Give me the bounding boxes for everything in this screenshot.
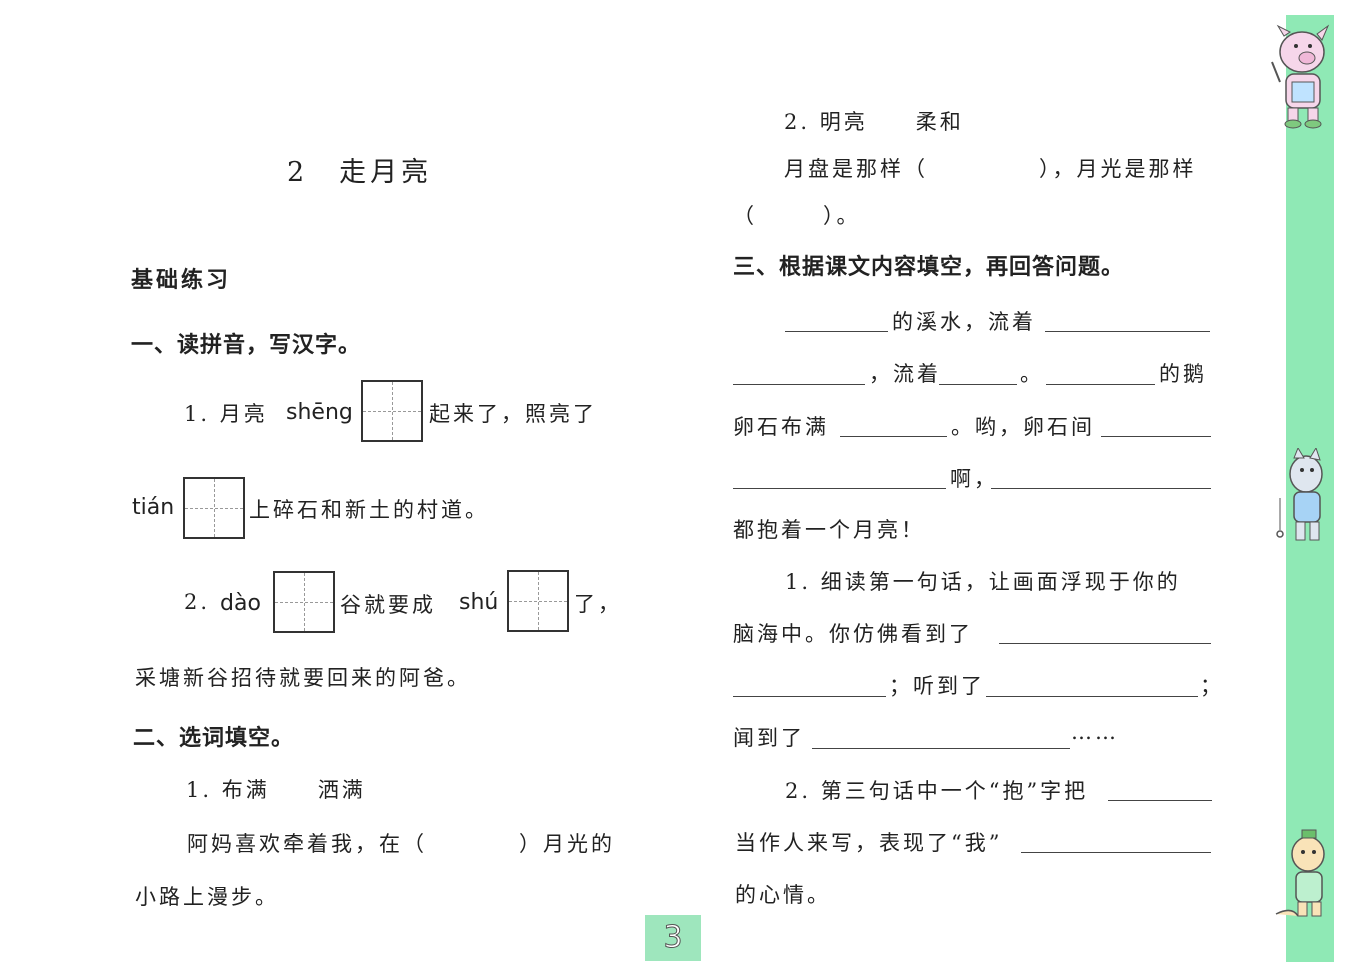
q3-sub1-text-b: 脑海中。你仿佛看到了 xyxy=(733,622,973,646)
q3-blank-3[interactable] xyxy=(733,384,865,385)
q3-row3-text-b: 。哟，卵石间 xyxy=(951,415,1095,439)
q3-blank-1[interactable] xyxy=(785,331,888,332)
cartoon-fox-icon xyxy=(1275,829,1325,917)
q3-blank-5[interactable] xyxy=(1046,384,1155,385)
q3-row3-text-a: 卵石布满 xyxy=(733,415,829,439)
cartoon-wolf-icon xyxy=(1276,448,1323,541)
q3-row2-text-c: 的鹅 xyxy=(1159,362,1207,386)
q1-1-char-box-1[interactable] xyxy=(361,380,423,442)
q2-2-word-choices: 2. 明亮 柔和 xyxy=(784,110,964,134)
q3-row5-text: 都抱着一个月亮！ xyxy=(733,518,925,542)
q2-1-text-a: 阿妈喜欢牵着我，在（ xyxy=(187,832,427,856)
q2-2-paren-close: ）。 xyxy=(823,204,861,228)
q1-2-char-box-2[interactable] xyxy=(507,570,569,632)
q1-1-text-1: 起来了，照亮了 xyxy=(429,402,597,426)
q3-sub1-text-a: 1. 细读第一句话，让画面浮现于你的 xyxy=(785,570,1181,594)
q3-sub2-text-b: 当作人来写，表现了“我” xyxy=(735,831,1003,855)
q3-sub2-text-c: 的心情。 xyxy=(735,883,831,907)
q1-1-char-box-2[interactable] xyxy=(183,477,245,539)
cartoon-pig-icon xyxy=(1271,24,1330,129)
q3-sub1-text-e: 闻到了 xyxy=(733,726,805,750)
q3-row4-text: 啊， xyxy=(950,467,998,491)
q1-2-pinyin-shu: shú xyxy=(459,590,499,615)
q1-1-pinyin-tian: tián xyxy=(132,495,175,520)
q1-2-pinyin-dao: dào xyxy=(220,591,261,616)
q1-2-text-mid: 谷就要成 xyxy=(340,593,436,617)
q3-blank-6[interactable] xyxy=(840,436,947,437)
q3-blank-12[interactable] xyxy=(986,696,1198,697)
q1-1-text-2: 上碎石和新土的村道。 xyxy=(249,498,489,522)
q3-sub2-text-a: 2. 第三句话中一个“抱”字把 xyxy=(785,779,1089,803)
q3-blank-2[interactable] xyxy=(1045,331,1210,332)
q1-2-prefix: 2. xyxy=(184,590,211,614)
q3-row2-text-a: ，流着 xyxy=(869,362,941,386)
q2-1-line-2: 小路上漫步。 xyxy=(135,885,279,909)
q3-blank-8[interactable] xyxy=(733,488,946,489)
q3-blank-15[interactable] xyxy=(1021,852,1211,853)
q3-sub1-text-d: ； xyxy=(1200,674,1224,698)
q3-row1-text: 的溪水，流着 xyxy=(892,310,1036,334)
q3-blank-13[interactable] xyxy=(812,748,1070,749)
q3-sub1-ellipsis: …… xyxy=(1071,720,1119,744)
section-basic-practice: 基础练习 xyxy=(131,268,232,293)
q2-1-text-b: ）月光的 xyxy=(519,832,615,856)
q2-heading: 二、选词填空。 xyxy=(133,726,295,751)
q2-2-text-b: ），月光是那样 xyxy=(1039,157,1197,181)
q3-blank-4[interactable] xyxy=(939,384,1017,385)
q1-2-text-end: 了， xyxy=(574,592,622,616)
q3-blank-7[interactable] xyxy=(1101,436,1211,437)
q1-heading: 一、读拼音，写汉字。 xyxy=(131,333,362,358)
q3-sub1-text-c: ；听到了 xyxy=(889,674,985,698)
q2-1-word-choices: 1. 布满 洒满 xyxy=(186,778,366,802)
q3-row2-text-b: 。 xyxy=(1020,362,1044,386)
q3-blank-10[interactable] xyxy=(999,643,1211,644)
q1-2-char-box-1[interactable] xyxy=(273,571,335,633)
q3-blank-14[interactable] xyxy=(1108,800,1212,801)
q1-1-prefix: 1. 月亮 xyxy=(184,402,268,426)
q2-2-paren-open: （ xyxy=(733,204,757,228)
lesson-title: 2 走月亮 xyxy=(287,157,433,188)
q1-2-line-2: 采塘新谷招待就要回来的阿爸。 xyxy=(135,666,471,690)
q3-heading: 三、根据课文内容填空，再回答问题。 xyxy=(733,255,1125,280)
q2-2-text-a: 月盘是那样（ xyxy=(784,157,928,181)
q3-blank-11[interactable] xyxy=(733,696,886,697)
q3-blank-9[interactable] xyxy=(991,488,1211,489)
q1-1-pinyin-sheng: shēng xyxy=(286,400,353,425)
page-number: 3 xyxy=(645,915,701,961)
